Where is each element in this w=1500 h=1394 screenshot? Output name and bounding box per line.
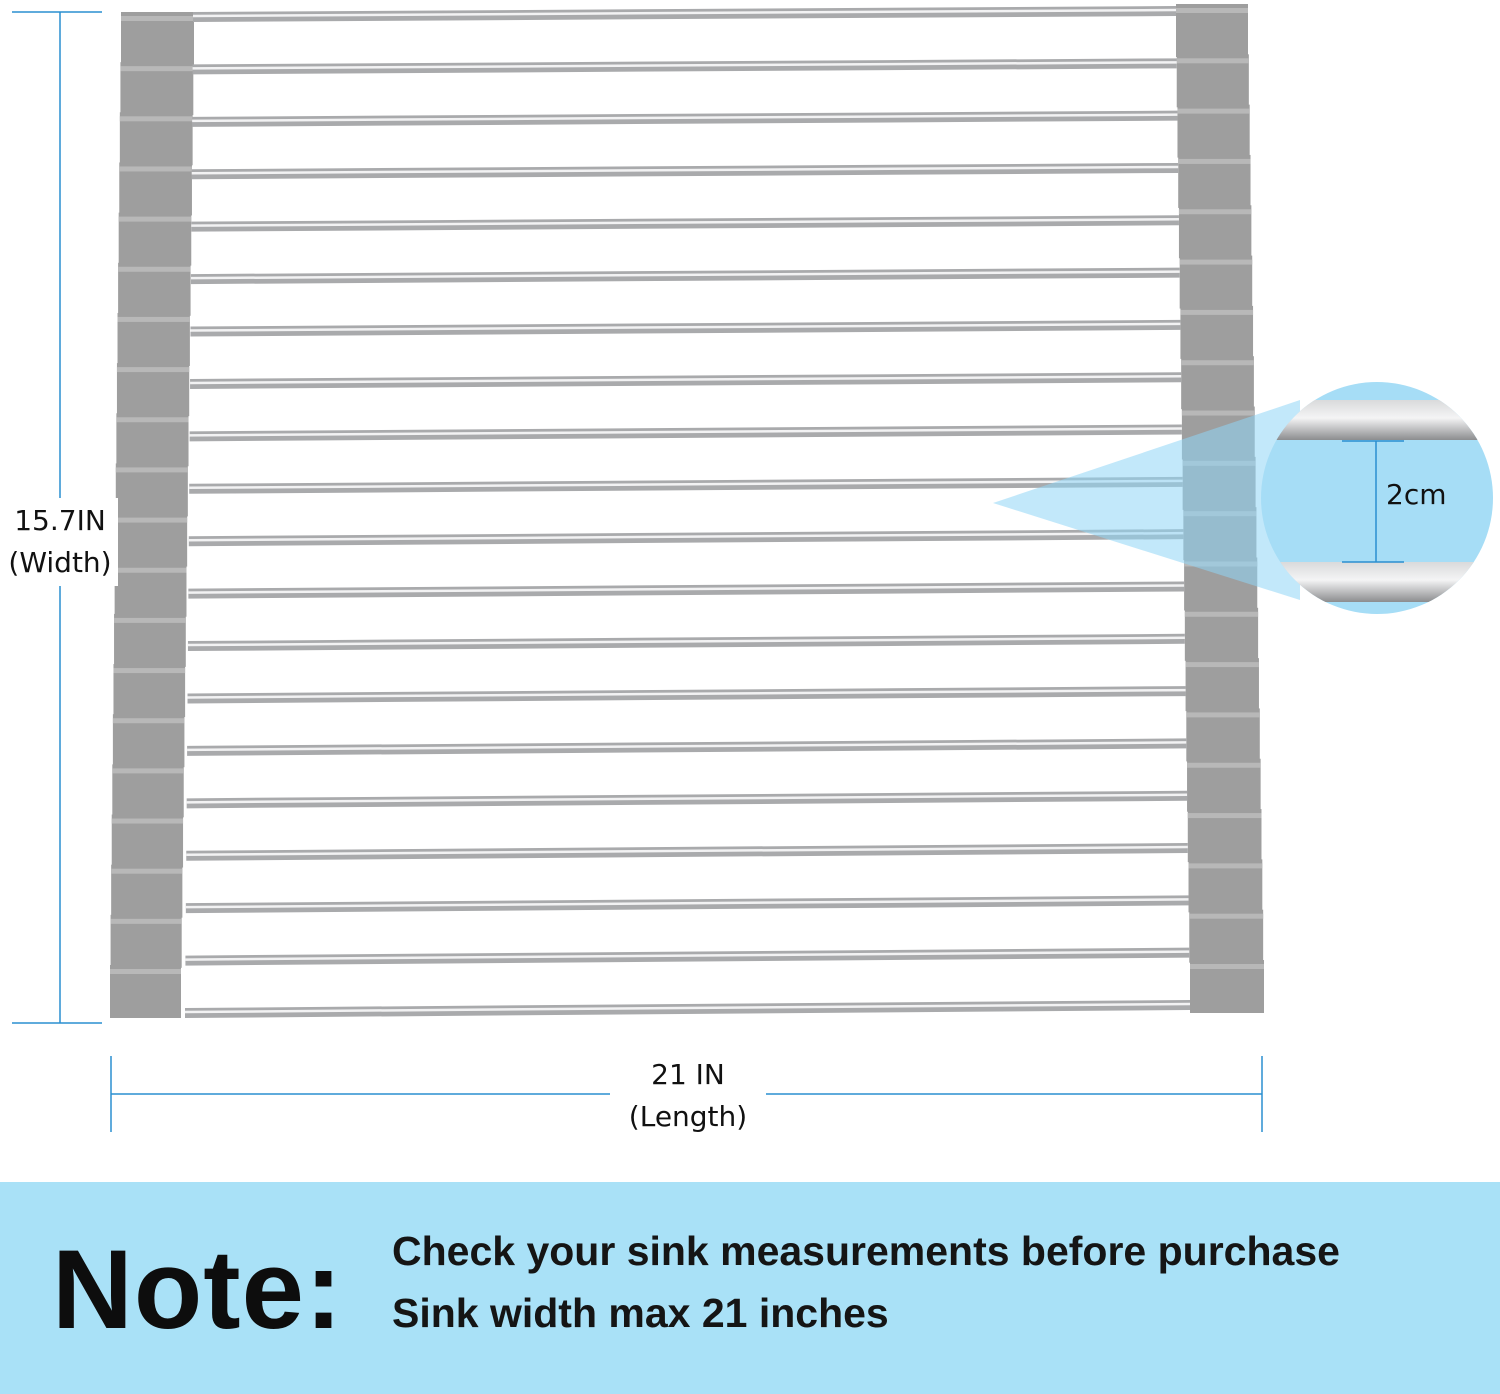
length-label: 21 IN (Length)	[610, 1054, 766, 1138]
steel-rod-highlight	[186, 793, 1188, 804]
drying-rack-diagram	[12, 4, 1493, 1132]
note-line-check-measurements: Check your sink measurements before purc…	[392, 1228, 1340, 1274]
length-caption: (Length)	[628, 1100, 748, 1133]
steel-rod-highlight	[192, 113, 1178, 123]
width-value: 15.7IN	[14, 504, 106, 537]
left-holder-ridge	[116, 417, 189, 423]
left-holder-ridge	[114, 567, 187, 573]
right-holder-ridge	[1181, 410, 1255, 416]
steel-rod-highlight	[185, 898, 1189, 909]
right-holder-ridge	[1181, 360, 1254, 366]
width-caption: (Width)	[8, 546, 112, 579]
zoom-cone	[993, 400, 1300, 600]
steel-rod-highlight	[192, 8, 1177, 18]
left-holder-ridge	[120, 66, 194, 72]
note-banner: Note: Check your sink measurements befor…	[0, 1182, 1500, 1394]
right-holder-ridge	[1184, 611, 1259, 617]
steel-rod-highlight	[190, 374, 1182, 385]
note-line-sink-width: Sink width max 21 inches	[392, 1290, 889, 1336]
left-holder-ridge	[115, 517, 188, 523]
spacing-marker	[1342, 440, 1404, 563]
right-holder-ridge	[1189, 913, 1264, 919]
left-holder-ridge	[119, 166, 192, 172]
left-holder-ridge	[119, 116, 193, 122]
right-holder-ridge	[1188, 863, 1263, 869]
steel-rod-highlight	[191, 165, 1179, 175]
length-value: 21 IN	[651, 1058, 725, 1091]
steel-rod-highlight	[186, 845, 1188, 856]
left-holder-ridge	[117, 316, 190, 322]
right-holder-ridge	[1185, 662, 1259, 668]
right-holder-ridge	[1187, 813, 1262, 819]
left-holder-ridge	[113, 668, 186, 674]
steel-rod-highlight	[187, 636, 1185, 647]
steel-rod-highlight	[190, 270, 1180, 280]
left-holder-ridge	[116, 367, 190, 373]
steel-rod-highlight	[192, 61, 1177, 70]
left-holder-ridge	[112, 718, 185, 724]
right-holder-ridge	[1180, 309, 1254, 315]
right-silicone-holder	[1176, 4, 1264, 1013]
steel-rod-highlight	[187, 741, 1187, 752]
right-holder-ridge	[1178, 158, 1251, 164]
steel-rod-highlight	[190, 322, 1181, 332]
left-holder-ridge	[110, 918, 182, 924]
left-holder-ridge	[110, 969, 181, 974]
steel-rod-highlight	[191, 218, 1179, 227]
left-holder-ridge	[114, 617, 186, 623]
width-label: 15.7IN (Width)	[2, 498, 118, 586]
right-holder-ridge	[1176, 8, 1248, 13]
right-holder-ridge	[1187, 762, 1261, 768]
steel-rod-highlight	[185, 950, 1190, 961]
steel-rod-highlight	[189, 479, 1183, 490]
note-title: Note:	[52, 1227, 344, 1352]
right-holder-ridge	[1190, 964, 1264, 969]
steel-rod-highlight	[184, 1002, 1191, 1014]
steel-rod-highlight	[188, 531, 1184, 542]
right-holder-ridge	[1176, 58, 1249, 64]
rod-spacing-label: 2cm	[1386, 478, 1447, 511]
left-holder-ridge	[111, 818, 184, 824]
left-holder-ridge	[115, 467, 188, 473]
right-holder-ridge	[1179, 259, 1253, 265]
right-holder-ridge	[1178, 209, 1252, 215]
left-holder-ridge	[112, 768, 184, 774]
left-holder-ridge	[118, 266, 191, 272]
steel-rod-highlight	[188, 584, 1185, 594]
steel-rod-highlight	[189, 427, 1182, 437]
left-holder-ridge	[121, 16, 194, 21]
left-holder-ridge	[118, 216, 192, 222]
left-holder-ridge	[111, 868, 183, 874]
left-silicone-holder	[110, 12, 194, 1018]
right-holder-ridge	[1177, 108, 1250, 114]
steel-rods	[184, 6, 1191, 1018]
right-holder-ridge	[1186, 712, 1260, 718]
steel-rod-highlight	[187, 688, 1186, 699]
